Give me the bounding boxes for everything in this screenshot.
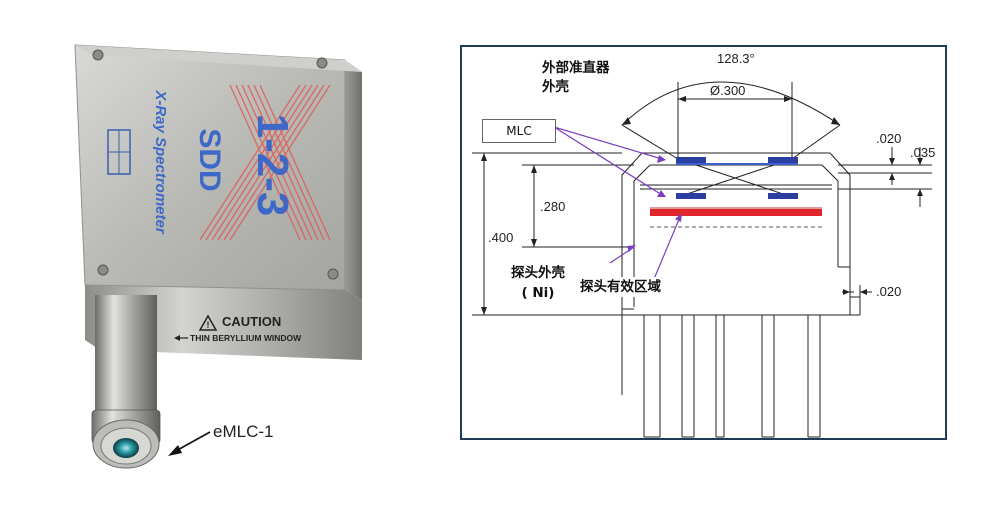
dimension-400: .400 [488,230,513,245]
caution-title: CAUTION [222,314,281,329]
dimension-020-side: .020 [876,284,901,299]
mlc-block [768,193,798,199]
sensor-active-area [650,209,822,216]
warning-icon [198,314,218,331]
technical-diagram-frame: 128.3° Ø.300 .020 .035 .280 .400 .020 外部… [460,45,947,440]
caution-subtitle: THIN BERYLLIUM WINDOW [190,333,302,343]
detector-cross-section: 128.3° Ø.300 .020 .035 .280 .400 .020 [472,51,935,438]
diameter-dimension: Ø.300 [710,83,745,98]
svg-text:!: ! [207,320,210,330]
spectrometer-photo: 1-2-3 SDD X-Ray Spectrometer ! CAUTION T… [74,44,362,469]
emlc-label: eMLC-1 [213,422,274,441]
dimension-035: .035 [910,145,935,160]
window-block [768,157,798,163]
collimator-housing-label: 外部准直器 外壳 [542,59,648,97]
brand-text: 1-2-3 [248,114,297,217]
angle-dimension: 128.3° [717,51,755,66]
mlc-block [676,193,706,199]
mlc-label: MLC [482,119,556,143]
dimension-020-top: .020 [876,131,901,146]
brand-sdd-text: SDD [193,128,226,191]
active-area-label: 探头有效区域 [580,277,676,297]
probe-shell-label: 探头外壳 ( Ni) [492,263,584,303]
dimension-280: .280 [540,199,565,214]
window-block [676,157,706,163]
spectrometer-subtitle: X-Ray Spectrometer [152,89,169,235]
